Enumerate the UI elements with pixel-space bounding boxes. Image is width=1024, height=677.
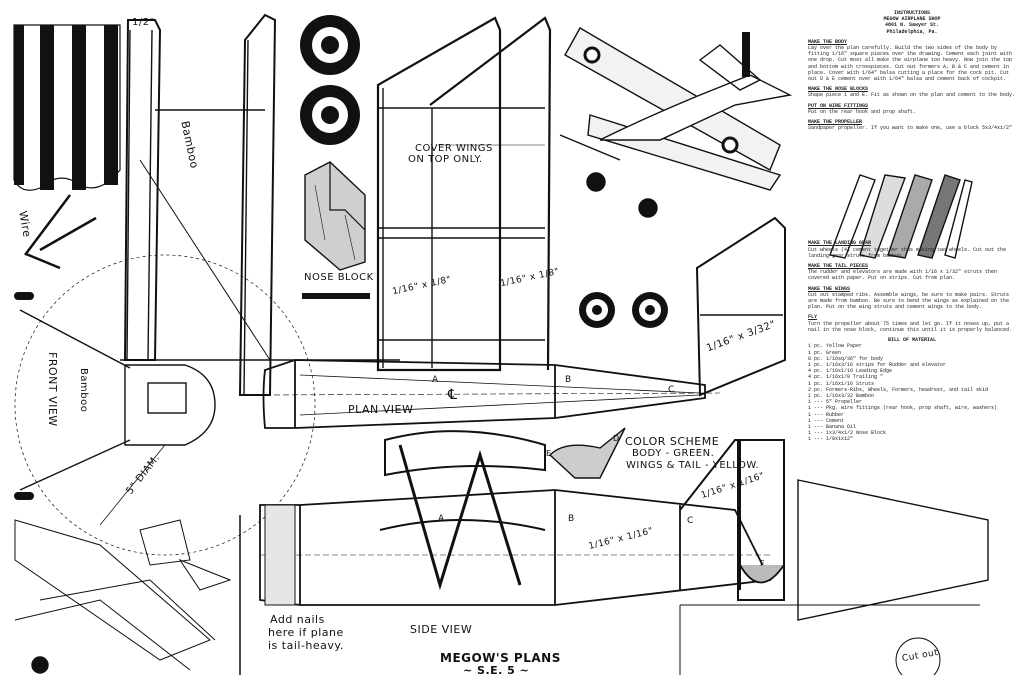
on-top-only-label: ON TOP ONLY. bbox=[408, 154, 483, 165]
station-b: B bbox=[565, 375, 572, 385]
roundel-large-1 bbox=[300, 15, 360, 75]
roundel-small-2 bbox=[632, 292, 668, 328]
bom-heading: BILL OF MATERIAL bbox=[887, 337, 936, 344]
wings-tail-label: WINGS & TAIL - YELLOW. bbox=[626, 460, 760, 471]
half-inch-label: 1/2" bbox=[132, 17, 155, 28]
bom-item: 1 pc. Yellow Paper bbox=[808, 343, 863, 350]
instructions-title: INSTRUCTIONS bbox=[893, 10, 930, 16]
megows-plans-title: MEGOW'S PLANS bbox=[440, 651, 561, 665]
bill-of-material: 1 pc. Yellow Paper 1 pc. Green 8 pc. 1/1… bbox=[808, 343, 1016, 442]
front-view-label: FRONT VIEW bbox=[46, 352, 59, 427]
body-green-label: BODY - GREEN. bbox=[632, 448, 715, 459]
shop-address: 4801 N. Sawyer St. bbox=[884, 22, 939, 29]
bom-item: 1 pc. 1/16x3/16 strips for Rudder and el… bbox=[808, 361, 947, 368]
nose-block bbox=[304, 161, 366, 271]
step-heading: MAKE THE NOSE BLOCKS bbox=[808, 86, 869, 93]
bom-item: 1 --- 5" Propeller bbox=[808, 399, 863, 406]
upper-wing-plan bbox=[376, 16, 552, 372]
add-nails-line-2: here if plane bbox=[268, 626, 344, 639]
roundel-large-2 bbox=[300, 85, 360, 145]
bom-item: 1 pc. 1/16x1/16 Struts bbox=[808, 380, 875, 387]
front-view bbox=[19, 309, 216, 526]
side-view-label: SIDE VIEW bbox=[410, 623, 473, 636]
bom-item: 4 pc. 1/16x1/8 Trailing " bbox=[808, 374, 884, 381]
step-text: Shape piece 1 and E. Fit as shown on the… bbox=[808, 92, 1016, 99]
plan-view-label: PLAN VIEW bbox=[348, 403, 414, 416]
shop-city: Philadelphia, Pa. bbox=[886, 28, 938, 35]
tailplane-plan-view bbox=[695, 216, 786, 397]
bom-item: 8 pc. 1/16sq/36" for body bbox=[808, 355, 884, 362]
instructions-column: INSTRUCTIONS MEGOW AIRPLANE SHOP 4801 N.… bbox=[808, 10, 1016, 443]
add-nails-line-3: is tail-heavy. bbox=[268, 639, 344, 652]
bamboo-label-side: Bamboo bbox=[78, 368, 89, 413]
step-text: The rudder and elevators are made with 1… bbox=[808, 269, 998, 282]
prop-disc bbox=[14, 254, 316, 556]
bom-item: 4 pc. 1/16x1/16 Leading Edge bbox=[808, 368, 893, 375]
striped-rudder bbox=[13, 24, 121, 191]
elevator-outline bbox=[797, 479, 989, 621]
nose-piece-color bbox=[548, 427, 626, 479]
wire-fitting bbox=[24, 194, 97, 270]
step-heading: MAKE THE BODY bbox=[808, 38, 848, 45]
propeller-carving-steps bbox=[829, 174, 973, 259]
nose-block-label: NOSE BLOCK bbox=[304, 272, 374, 283]
step-heading: FLY bbox=[808, 314, 818, 321]
station-a: A bbox=[432, 375, 439, 385]
station-c: C bbox=[668, 385, 675, 395]
upper-wing-left-half bbox=[238, 13, 277, 396]
bom-item: 1 --- Pkg. wire fittings (rear hook, pro… bbox=[808, 405, 998, 412]
step-text: Put on the rear hook and prop shaft. bbox=[808, 108, 917, 115]
station-e: E bbox=[546, 449, 552, 458]
step-heading: MAKE THE TAIL PIECES bbox=[808, 263, 869, 270]
model-name: ~ S.E. 5 ~ bbox=[463, 664, 530, 677]
biplane-sketch-bottom bbox=[14, 519, 232, 674]
bom-item: 1 --- 1/8x1x12" bbox=[808, 436, 854, 443]
station-d: D bbox=[613, 434, 620, 443]
station-f: F bbox=[760, 559, 766, 568]
cover-wings-label: COVER WINGS bbox=[415, 143, 493, 154]
step-text: Cut wheels (4) cement together thus maki… bbox=[808, 246, 1007, 259]
bom-item: 1 --- Rubber bbox=[808, 411, 845, 418]
bom-item: 1 --- 1x3/4x1/2 Nose Block bbox=[808, 430, 887, 437]
step-heading: MAKE THE LANDING GEAR bbox=[808, 240, 872, 247]
biplane-sketch-top bbox=[559, 27, 793, 218]
color-scheme-label: COLOR SCHEME bbox=[625, 435, 720, 448]
bom-item: 2 pc. Formers-Ribs, Wheels, Formers, hea… bbox=[808, 386, 989, 393]
shop-name: MEGOW AIRPLANE SHOP bbox=[883, 16, 941, 23]
step-text: Cut out stamped ribs. Assemble wings, be… bbox=[808, 291, 1010, 311]
step-heading: MAKE THE PROPELLER bbox=[808, 119, 863, 126]
step-heading: PUT ON WIRE FITTINGS bbox=[808, 102, 869, 109]
station-a2: A bbox=[438, 514, 445, 524]
roundel-small-1 bbox=[579, 292, 615, 328]
station-c2: C bbox=[687, 516, 694, 526]
add-nails-line-1: Add nails bbox=[270, 613, 325, 626]
step-heading: MAKE THE WINGS bbox=[808, 285, 851, 292]
fuselage-plan-view bbox=[262, 359, 721, 429]
bom-item: 1 pc. 1/16x3/32 Bamboo bbox=[808, 392, 875, 399]
fuselage-side-view bbox=[259, 430, 785, 606]
lower-wing-left-half bbox=[120, 19, 400, 361]
step-text: Turn the propeller about 75 times and le… bbox=[808, 320, 1013, 333]
step-text: Sandpaper propeller. If you want to make… bbox=[808, 125, 1013, 132]
bom-item: 1 --- Banana Oil bbox=[808, 423, 857, 430]
bom-item: 1 pc. Green bbox=[808, 349, 842, 356]
station-b2: B bbox=[568, 514, 575, 524]
step-text: Lay over the plan carefully. Build the t… bbox=[808, 45, 1013, 83]
centerline-mark: ℄ bbox=[448, 387, 457, 403]
bom-item: 1 --- Cement bbox=[808, 417, 845, 424]
